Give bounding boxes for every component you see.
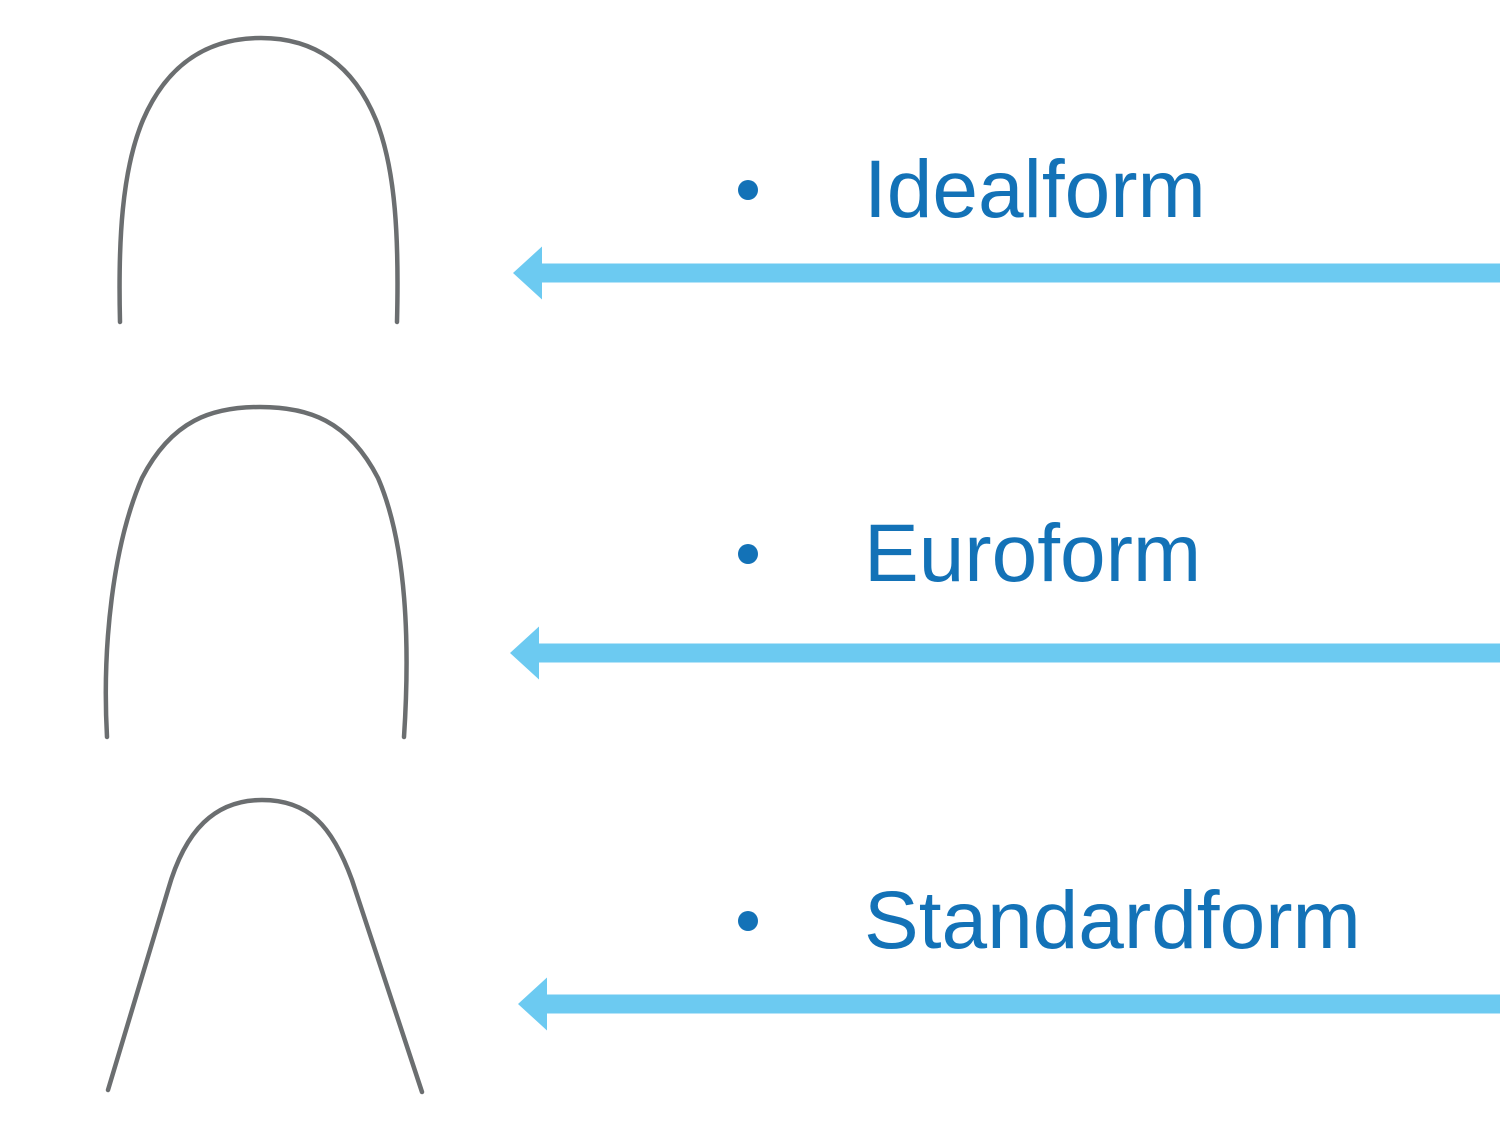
- arrow-shape: [510, 626, 1500, 680]
- left-arrow-icon: [510, 626, 1500, 680]
- feature-row-idealform: Idealform: [738, 149, 1206, 231]
- euroform-archwire-icon: [103, 404, 409, 740]
- feature-row-standardform: Standardform: [738, 880, 1361, 962]
- wire-path: [117, 35, 400, 325]
- left-arrow-icon: [513, 246, 1500, 300]
- archform-label-idealform: Idealform: [864, 144, 1206, 235]
- standardform-archwire-icon: [105, 797, 425, 1095]
- left-arrow-icon: [518, 977, 1500, 1031]
- idealform-archwire-icon: [117, 35, 400, 325]
- archform-label-standardform: Standardform: [864, 875, 1361, 966]
- arrow-shape: [513, 246, 1500, 300]
- wire-path: [105, 797, 425, 1095]
- feature-row-euroform: Euroform: [738, 513, 1201, 595]
- bullet-dot-icon: [738, 544, 758, 564]
- wire-path: [103, 404, 409, 740]
- archform-label-euroform: Euroform: [864, 508, 1202, 599]
- arrow-shape: [518, 977, 1500, 1031]
- bullet-dot-icon: [738, 180, 758, 200]
- bullet-dot-icon: [738, 911, 758, 931]
